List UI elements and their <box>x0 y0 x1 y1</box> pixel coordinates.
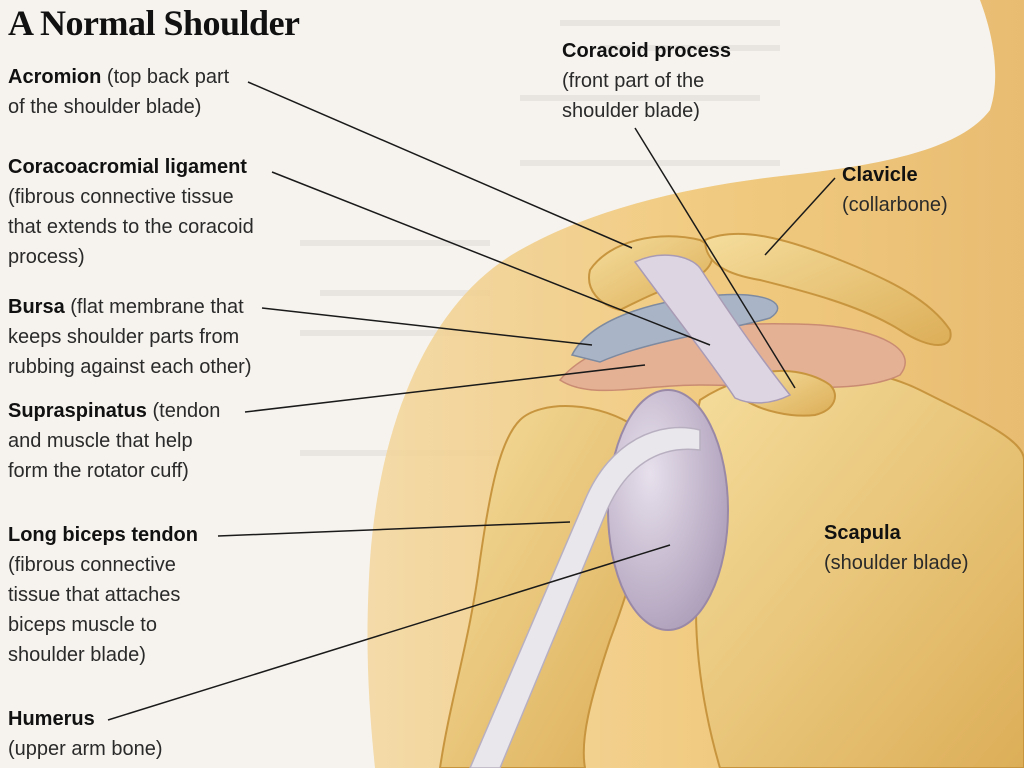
label-bursa-desc-2: keeps shoulder parts from <box>8 326 240 348</box>
label-supraspinatus-desc-1: (tendon <box>152 400 221 422</box>
label-humerus: Humerus (upper arm bone) <box>8 704 163 764</box>
leader-coracoid <box>634 127 796 389</box>
label-biceps-name: Long biceps tendon <box>8 524 198 546</box>
label-coracoacromial-desc-3: process) <box>8 246 85 268</box>
label-humerus-name: Humerus <box>8 708 95 730</box>
label-biceps-desc-4: shoulder blade) <box>8 644 146 666</box>
label-coracoid-desc-1: (front part of the <box>562 70 705 92</box>
leader-humerus <box>107 544 671 721</box>
label-supraspinatus: Supraspinatus (tendon and muscle that he… <box>8 396 220 486</box>
label-humerus-desc-1: (upper arm bone) <box>8 738 163 760</box>
label-scapula: Scapula (shoulder blade) <box>824 518 969 578</box>
leader-bursa <box>261 307 593 346</box>
label-biceps-desc-3: biceps muscle to <box>8 614 157 636</box>
biceps-tendon <box>469 426 701 768</box>
label-coracoacromial-desc-2: that extends to the coracoid <box>8 216 254 238</box>
label-coracoacromial-name: Coracoacromial ligament <box>8 156 247 178</box>
label-acromion-desc-1: (top back part <box>106 66 230 88</box>
label-coracoacromial: Coracoacromial ligament (fibrous connect… <box>8 152 254 272</box>
leader-biceps <box>217 521 571 537</box>
label-biceps-desc-2: tissue that attaches <box>8 584 181 606</box>
label-clavicle: Clavicle (collarbone) <box>842 160 948 220</box>
diagram-title: A Normal Shoulder <box>8 3 300 43</box>
label-supraspinatus-desc-2: and muscle that help <box>8 430 193 452</box>
label-bursa-name: Bursa <box>8 296 65 318</box>
label-bursa-desc-1: (flat membrane that <box>70 296 244 318</box>
leader-supraspinatus <box>244 364 646 413</box>
label-acromion-desc-2: of the shoulder blade) <box>8 96 202 118</box>
label-coracoid-desc-2: shoulder blade) <box>562 100 700 122</box>
label-scapula-name: Scapula <box>824 522 901 544</box>
leader-coracoacromial <box>271 171 711 346</box>
label-scapula-desc-1: (shoulder blade) <box>824 552 969 574</box>
label-bursa-desc-3: rubbing against each other) <box>8 356 252 378</box>
label-biceps: Long biceps tendon (fibrous connective t… <box>8 520 198 670</box>
label-bursa: Bursa (flat membrane that keeps shoulder… <box>8 292 252 382</box>
coracoacromial-ligament <box>633 254 792 404</box>
clavicle-bone <box>703 232 952 346</box>
label-clavicle-name: Clavicle <box>842 164 918 186</box>
label-clavicle-desc-1: (collarbone) <box>842 194 948 216</box>
label-coracoid-name: Coracoid process <box>562 40 731 62</box>
label-coracoid: Coracoid process (front part of the shou… <box>562 36 731 126</box>
label-acromion: Acromion (top back part of the shoulder … <box>8 62 229 122</box>
humeral-head <box>607 389 729 631</box>
leader-lines <box>107 81 836 721</box>
leader-acromion <box>247 81 633 249</box>
leader-clavicle <box>764 177 836 256</box>
label-biceps-desc-1: (fibrous connective <box>8 554 176 576</box>
label-acromion-name: Acromion <box>8 66 102 88</box>
label-coracoacromial-desc-1: (fibrous connective tissue <box>8 186 234 208</box>
label-supraspinatus-name: Supraspinatus <box>8 400 147 422</box>
label-supraspinatus-desc-3: form the rotator cuff) <box>8 460 189 482</box>
